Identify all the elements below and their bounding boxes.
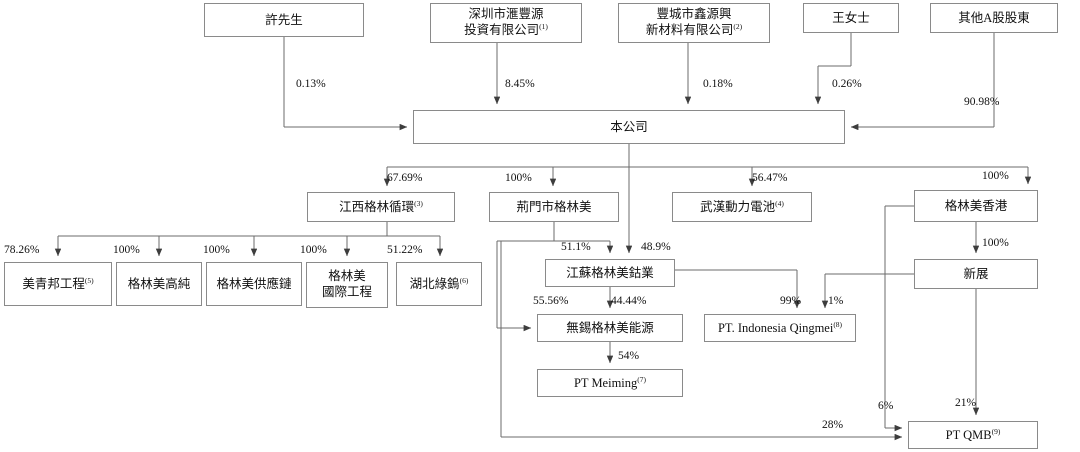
entity-box-wuxi[interactable]: 無錫格林美能源 — [537, 314, 683, 342]
entity-label: 格林美國際工程 — [321, 269, 372, 299]
percentage-label-pct-xu: 0.13% — [296, 78, 326, 90]
entity-box-shenzhen[interactable]: 深圳市滙豐源投資有限公司(1) — [430, 3, 582, 43]
percentage-label-pct-jingmen: 100% — [505, 172, 532, 184]
percentage-label-pct-guoji: 100% — [300, 244, 327, 256]
entity-label: 格林美香港 — [944, 198, 1008, 213]
entity-label: 本公司 — [610, 119, 648, 134]
percentage-label-pct-wuhan: 56.47% — [752, 172, 788, 184]
entity-box-hubei[interactable]: 湖北綠鎢(6) — [396, 262, 482, 306]
entity-box-jingmen[interactable]: 荊門市格林美 — [489, 192, 619, 222]
percentage-label-pct-hubei: 51.22% — [387, 244, 423, 256]
percentage-label-pct-jiangxi: 67.69% — [387, 172, 423, 184]
entity-box-ptmeiming[interactable]: PT Meiming(7) — [537, 369, 683, 397]
percentage-label-pct-wuxi-a: 55.56% — [533, 295, 569, 307]
entity-label: 格林美高純 — [127, 276, 191, 291]
entity-label: 湖北綠鎢(6) — [409, 275, 469, 291]
entity-box-company[interactable]: 本公司 — [413, 110, 845, 144]
entity-label: 許先生 — [265, 12, 303, 27]
entity-label: 無錫格林美能源 — [566, 320, 654, 335]
entity-label: 江蘇格林美鈷業 — [566, 265, 654, 280]
entity-box-meiqing[interactable]: 美青邦工程(5) — [4, 262, 112, 306]
entity-label: PT Meiming(7) — [573, 374, 647, 390]
entity-box-jiangxi[interactable]: 江西格林循環(3) — [307, 192, 455, 222]
percentage-label-pct-ptiq-1: 1% — [828, 295, 844, 307]
entity-label: 豐城市鑫源興新材料有限公司(2) — [645, 6, 743, 38]
percentage-label-pct-jiangsu-a: 51.1% — [561, 241, 591, 253]
footnote-marker: (4) — [775, 198, 784, 208]
entity-box-xinzhan[interactable]: 新展 — [914, 259, 1038, 289]
entity-box-xu[interactable]: 許先生 — [204, 3, 364, 37]
footnote-marker: (5) — [84, 275, 94, 285]
entity-label: 武漢動力電池(4) — [700, 198, 784, 214]
percentage-label-pct-gemhk: 100% — [982, 170, 1009, 182]
percentage-label-pct-othera: 90.98% — [964, 96, 1000, 108]
percentage-label-pct-fengcheng: 0.18% — [703, 78, 733, 90]
entity-label: PT. Indonesia Qingmei(8) — [717, 319, 843, 335]
percentage-label-pct-meiming: 54% — [618, 350, 640, 362]
entity-label: 格林美供應鏈 — [216, 276, 292, 291]
entity-label: 新展 — [963, 266, 989, 281]
percentage-label-pct-meiqing: 78.26% — [4, 244, 40, 256]
footnote-marker: (7) — [637, 374, 647, 384]
footnote-marker: (6) — [459, 275, 469, 285]
percentage-label-pct-qmb-28: 28% — [822, 419, 844, 431]
footnote-marker: (1) — [539, 22, 548, 32]
footnote-marker: (3) — [414, 198, 423, 208]
entity-box-ptqmb[interactable]: PT QMB(9) — [908, 421, 1038, 449]
entity-label: 美青邦工程(5) — [22, 275, 94, 291]
entity-box-guoji[interactable]: 格林美國際工程 — [306, 262, 388, 308]
entity-box-ptiq[interactable]: PT. Indonesia Qingmei(8) — [704, 314, 856, 342]
percentage-label-pct-jiangsu-b: 48.9% — [641, 241, 671, 253]
percentage-label-pct-qmb-6: 6% — [878, 400, 894, 412]
percentage-label-pct-gongying: 100% — [203, 244, 230, 256]
percentage-label-pct-wang: 0.26% — [832, 78, 862, 90]
percentage-label-pct-shenzhen: 8.45% — [505, 78, 535, 90]
entity-box-wang[interactable]: 王女士 — [803, 3, 899, 33]
footnote-marker: (9) — [991, 426, 1001, 436]
percentage-label-pct-qmb-21: 21% — [955, 397, 977, 409]
percentage-label-pct-wuxi-b: 44.44% — [611, 295, 647, 307]
percentage-label-pct-gaochun: 100% — [113, 244, 140, 256]
entity-box-wuhan[interactable]: 武漢動力電池(4) — [672, 192, 812, 222]
entity-box-othera[interactable]: 其他A股股東 — [930, 3, 1058, 33]
entity-box-gongying[interactable]: 格林美供應鏈 — [206, 262, 302, 306]
footnote-marker: (2) — [733, 22, 743, 32]
entity-box-jiangsu[interactable]: 江蘇格林美鈷業 — [545, 259, 675, 287]
footnote-marker: (8) — [833, 319, 843, 329]
entity-label: 荊門市格林美 — [516, 199, 592, 214]
entity-box-gaochun[interactable]: 格林美高純 — [116, 262, 202, 306]
entity-label: 王女士 — [832, 10, 870, 25]
entity-label: PT QMB(9) — [945, 426, 1001, 442]
entity-label: 江西格林循環(3) — [339, 198, 423, 214]
entity-label: 深圳市滙豐源投資有限公司(1) — [464, 6, 548, 38]
percentage-label-pct-xinzhan: 100% — [982, 237, 1009, 249]
entity-box-fengcheng[interactable]: 豐城市鑫源興新材料有限公司(2) — [618, 3, 770, 43]
entity-label: 其他A股股東 — [958, 10, 1030, 25]
percentage-label-pct-ptiq-99: 99% — [780, 295, 802, 307]
entity-box-gemhk[interactable]: 格林美香港 — [914, 190, 1038, 222]
